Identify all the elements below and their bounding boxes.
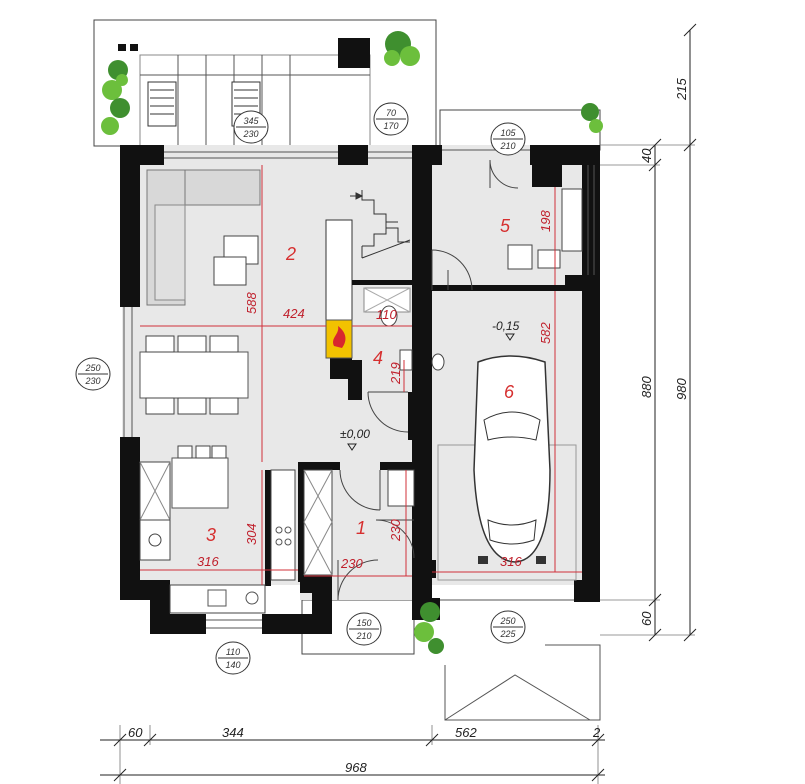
svg-text:250: 250 <box>84 363 100 373</box>
bottom-dimension-chain: 60 344 562 2 968 <box>100 725 605 784</box>
tag-garage-door: 250 225 <box>490 610 526 644</box>
pouf <box>213 256 247 286</box>
opening-tags: 345 230 70 170 105 210 250 230 110 140 <box>75 102 526 675</box>
plant-icon <box>101 31 603 654</box>
svg-text:345: 345 <box>243 116 259 126</box>
dim-living-height: 588 <box>244 292 259 314</box>
fireplace-icon <box>325 319 353 359</box>
tag-kitchen-window: 110 140 <box>215 641 251 675</box>
dim-wc-width: 110 <box>376 307 397 322</box>
svg-text:150: 150 <box>356 618 371 628</box>
dim-garage-height: 582 <box>538 322 553 344</box>
washbasin <box>537 249 561 269</box>
dim-right-880: 880 <box>639 376 654 398</box>
dim-garage-width: 316 <box>500 554 522 569</box>
room-6-label: 6 <box>504 382 515 402</box>
svg-text:250: 250 <box>499 616 515 626</box>
level-marks: ±0,00 -0,15 <box>340 319 520 451</box>
room-5-label: 5 <box>500 216 511 236</box>
counter-right <box>270 469 296 581</box>
dim-hall-height: 230 <box>388 519 403 542</box>
svg-text:210: 210 <box>355 631 371 641</box>
tag-boiler-door: 105 210 <box>490 122 526 156</box>
sink-icon <box>207 589 227 607</box>
dim-bottom-344: 344 <box>222 725 244 740</box>
dim-kitchen-width: 316 <box>197 554 219 569</box>
svg-text:105: 105 <box>500 128 516 138</box>
tag-living-window: 250 230 <box>75 357 111 391</box>
car-icon <box>473 355 551 564</box>
level-main: ±0,00 <box>340 427 370 441</box>
interior-dimension-lines <box>140 165 582 585</box>
stairs-icon <box>350 190 411 259</box>
interior-dimension-labels: 424 588 316 304 230 230 110 219 198 316 … <box>197 210 553 571</box>
cooktop-icon <box>148 533 162 547</box>
dim-kitchen-height: 304 <box>244 523 259 545</box>
kitchen-island <box>171 445 229 509</box>
oven <box>139 519 171 561</box>
tag-top-window: 70 170 <box>373 102 409 136</box>
room-numbers: 2 3 1 4 5 6 <box>206 216 515 545</box>
boiler <box>507 244 533 270</box>
sofa <box>146 169 261 306</box>
tag-entrance-door: 150 210 <box>346 612 382 646</box>
dim-right-40: 40 <box>639 148 654 163</box>
tank <box>561 188 583 252</box>
dim-bottom-2: 2 <box>592 725 601 740</box>
room-3-label: 3 <box>206 525 216 545</box>
svg-text:230: 230 <box>84 376 100 386</box>
room-2-label: 2 <box>285 244 296 264</box>
room-1-label: 1 <box>356 518 366 538</box>
furniture <box>139 169 583 614</box>
tag-terrace-door: 345 230 <box>233 110 269 144</box>
svg-text:110: 110 <box>226 647 240 657</box>
dim-right-60: 60 <box>639 611 654 626</box>
svg-text:210: 210 <box>499 141 515 151</box>
doors <box>337 159 519 601</box>
dim-right-top: 215 <box>674 78 689 101</box>
sink-counter <box>169 584 266 614</box>
level-garage: -0,15 <box>492 319 520 333</box>
dim-bottom-60: 60 <box>128 725 143 740</box>
dining-table <box>139 335 249 415</box>
svg-text:230: 230 <box>242 129 258 139</box>
svg-text:225: 225 <box>499 629 516 639</box>
dim-wc-height: 219 <box>388 362 403 385</box>
dim-boiler-height: 198 <box>538 210 553 232</box>
room-4-label: 4 <box>373 348 383 368</box>
dim-right-980: 980 <box>674 378 689 400</box>
wardrobe <box>303 469 333 576</box>
svg-text:140: 140 <box>225 660 240 670</box>
dim-living-width: 424 <box>283 306 305 321</box>
right-dimension-chain: 215 40 880 980 60 <box>600 23 697 642</box>
svg-text:170: 170 <box>383 121 398 131</box>
dim-hall-width: 230 <box>340 556 363 571</box>
dim-bottom-562: 562 <box>455 725 477 740</box>
dim-bottom-total: 968 <box>345 760 367 775</box>
svg-text:70: 70 <box>386 108 396 118</box>
